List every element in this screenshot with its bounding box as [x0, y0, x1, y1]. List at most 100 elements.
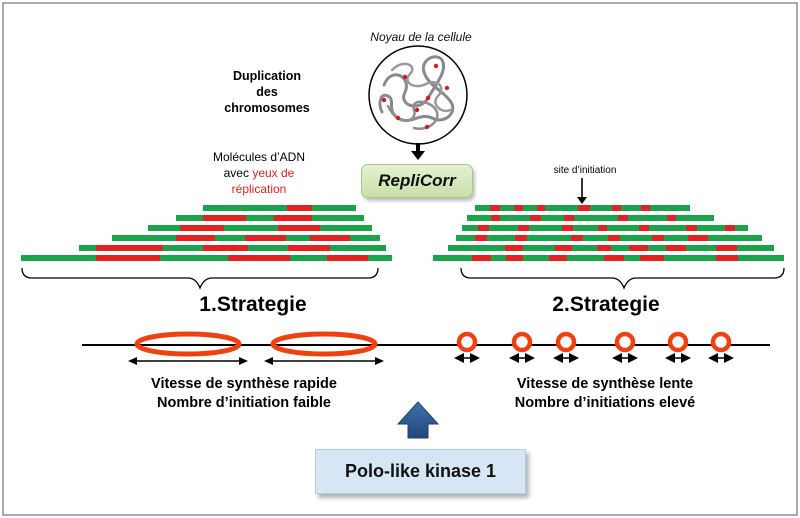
- replication-eye: [176, 235, 215, 241]
- duplication-line-2: des: [256, 85, 278, 99]
- replication-eye: [667, 215, 676, 221]
- replication-eye: [475, 235, 487, 241]
- initiation-site-label: site d’initiation: [553, 165, 617, 176]
- replication-eye: [640, 255, 664, 261]
- upward-arrow: [396, 401, 440, 439]
- replication-eye: [652, 235, 664, 241]
- dna-strand: [148, 225, 372, 231]
- origin-ring: [614, 331, 636, 353]
- replication-eye: [514, 205, 523, 211]
- dna-strand: [462, 225, 748, 231]
- replication-eye: [578, 205, 590, 211]
- replication-eye: [666, 245, 686, 251]
- replication-eye: [310, 235, 350, 241]
- strategy-1-title: 1.Strategie: [199, 293, 307, 316]
- strategy-2-speed: Vitesse de synthèse lente: [516, 376, 694, 392]
- replication-eye: [505, 245, 523, 251]
- replication-eye: [530, 215, 541, 221]
- bidirectional-arrow: [454, 353, 480, 363]
- replication-eye: [608, 235, 620, 241]
- dna-molecules-line-1: Molécules d’ADN: [212, 150, 306, 164]
- dna-strand: [79, 245, 386, 251]
- replication-eye: [506, 255, 523, 261]
- strategy-1-speed: Vitesse de synthèse rapide: [151, 376, 337, 392]
- replication-eye: [612, 205, 621, 211]
- strategy-2-description: Vitesse de synthèse lente Nombre d’initi…: [515, 375, 696, 413]
- replication-eye: [96, 245, 163, 251]
- replication-eye: [515, 235, 527, 241]
- replication-eye: [287, 205, 312, 211]
- dna-strand: [203, 205, 356, 211]
- dna-strand: [176, 215, 364, 221]
- replication-eye: [641, 205, 650, 211]
- replication-eye: [686, 225, 697, 231]
- replication-eye: [96, 255, 160, 261]
- origins-strategy-1: [128, 331, 384, 365]
- strategy-2-initiation: Nombre d’initiations elevé: [514, 395, 696, 411]
- dna-molecules-line-2: avec: [223, 166, 253, 180]
- replication-eye: [518, 225, 529, 231]
- origin-ring: [456, 331, 478, 353]
- duplication-line-3: chromosomes: [224, 101, 310, 115]
- initiation-site-arrow: [577, 178, 587, 204]
- bidirectional-arrow: [612, 353, 638, 363]
- replication-eye: [618, 215, 628, 221]
- dna-molecules-label: Molécules d’ADN avec yeux de réplication: [213, 149, 305, 197]
- dna-molecules-strategy-2: [433, 205, 784, 261]
- dna-strand: [475, 205, 690, 211]
- replication-eye: [555, 245, 572, 251]
- dna-strand: [456, 235, 762, 241]
- duplication-label: Duplication des chromosomes: [224, 68, 309, 116]
- replication-eye: [274, 215, 312, 221]
- brace-strategy-2: [460, 267, 785, 290]
- replication-eye: [537, 205, 545, 211]
- replication-eye: [245, 235, 286, 241]
- origin-ring: [667, 331, 689, 353]
- replication-eye: [562, 225, 573, 231]
- strategy-1-initiation: Nombre d’initiation faible: [156, 395, 332, 411]
- replication-eye: [203, 215, 246, 221]
- replication-eye: [491, 215, 500, 221]
- bidirectional-arrow: [509, 353, 535, 363]
- replication-eye: [598, 225, 607, 231]
- replication-eyes-text: yeux de: [252, 166, 295, 180]
- replication-eye: [278, 225, 320, 231]
- replication-eye: [571, 235, 583, 241]
- bidirectional-arrow: [553, 353, 579, 363]
- replicorr-box: RepliCorr: [361, 164, 473, 198]
- replication-eye: [203, 245, 248, 251]
- strategy-2-title: 2.Strategie: [552, 293, 660, 316]
- polo-like-kinase-box: Polo-like kinase 1: [315, 449, 526, 494]
- replication-eye: [716, 245, 737, 251]
- bidirectional-arrow: [708, 353, 734, 363]
- replication-eye: [288, 245, 330, 251]
- dna-strand: [112, 235, 380, 241]
- replication-eye: [629, 245, 648, 251]
- replication-eye: [472, 255, 491, 261]
- duplication-line-1: Duplication: [232, 69, 302, 83]
- replication-eye: [564, 215, 574, 221]
- cell-nucleus: [368, 45, 468, 145]
- strategy-1-description: Vitesse de synthèse rapide Nombre d’init…: [151, 375, 337, 413]
- nucleus-caption: Noyau de la cellule: [370, 30, 472, 44]
- origin-ring: [511, 331, 533, 353]
- replication-eye: [725, 225, 735, 231]
- dna-strand: [448, 245, 774, 251]
- origins-strategy-2: [454, 331, 734, 363]
- replication-eye: [716, 255, 738, 261]
- dna-strand: [21, 255, 392, 261]
- origin-ring: [555, 331, 577, 353]
- replication-eye: [478, 225, 489, 231]
- replication-eye: [639, 225, 649, 231]
- replication-eye: [180, 225, 224, 231]
- dna-molecules-strategy-1: [21, 205, 392, 261]
- brace-strategy-1: [21, 267, 379, 290]
- replication-eye: [549, 255, 567, 261]
- replication-eye: [604, 255, 624, 261]
- origin-ring: [710, 331, 732, 353]
- replication-eye: [327, 255, 368, 261]
- dna-strand: [467, 215, 714, 221]
